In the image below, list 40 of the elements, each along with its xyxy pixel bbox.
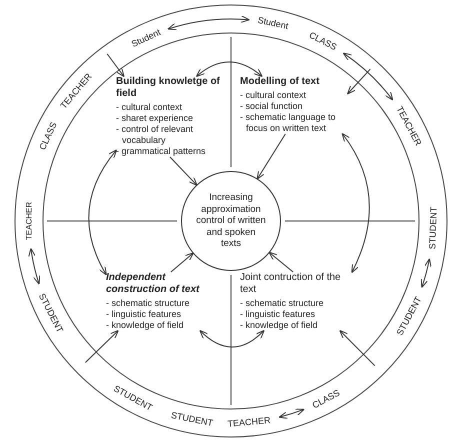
arrow: [268, 252, 294, 272]
double-arrow: [28, 248, 40, 285]
bullet-item: - sharet experience: [116, 113, 194, 124]
arrow: [170, 156, 198, 186]
role-label: Student: [256, 15, 290, 32]
double-arrow: [88, 149, 117, 276]
arrow: [106, 53, 125, 78]
stage-heading: Independent construction of text: [106, 272, 200, 296]
double-arrow: [196, 62, 263, 77]
arrow: [346, 68, 371, 94]
bullet-item: - knowledge of field: [106, 320, 185, 331]
arrow: [339, 330, 376, 366]
double-arrow: [342, 52, 394, 101]
double-arrow: [342, 132, 370, 274]
bullet-item: - cultural context: [116, 102, 184, 113]
bullet-item: - schematic structure: [106, 298, 191, 309]
role-label: STUDENT: [170, 410, 214, 428]
double-arrow: [278, 408, 305, 419]
stage-heading: Building knowletge of field: [116, 76, 221, 100]
arrow: [170, 252, 194, 272]
role-label: TEACHER: [24, 202, 34, 240]
double-arrow: [420, 258, 432, 288]
bullet-item: - schematic structure: [240, 298, 325, 309]
double-arrow: [199, 330, 265, 348]
stage-heading: Modelling of text: [240, 76, 320, 88]
role-label: TEACHER: [226, 415, 270, 430]
arrow: [256, 134, 286, 180]
role-label: STUDENT: [427, 206, 439, 250]
double-arrow: [167, 16, 250, 31]
bullet-item: - linguistic features: [106, 309, 182, 320]
center-circle: Increasing approximation control of written and spoken texts: [181, 171, 281, 271]
bullet-item: - control of relevant vocabulary: [116, 124, 194, 146]
stage-heading: Joint contruction of the text: [240, 272, 342, 296]
bullet-item: - grammatical patterns: [116, 146, 207, 157]
bullet-item: - knowledge of field: [240, 320, 319, 331]
bullet-item: - cultural context: [240, 90, 308, 101]
bullet-item: - schematic language to focus on written text: [240, 112, 337, 134]
bullet-item: - linguistic features: [240, 309, 316, 320]
arrow: [84, 330, 119, 363]
bullet-item: - social function: [240, 101, 304, 112]
